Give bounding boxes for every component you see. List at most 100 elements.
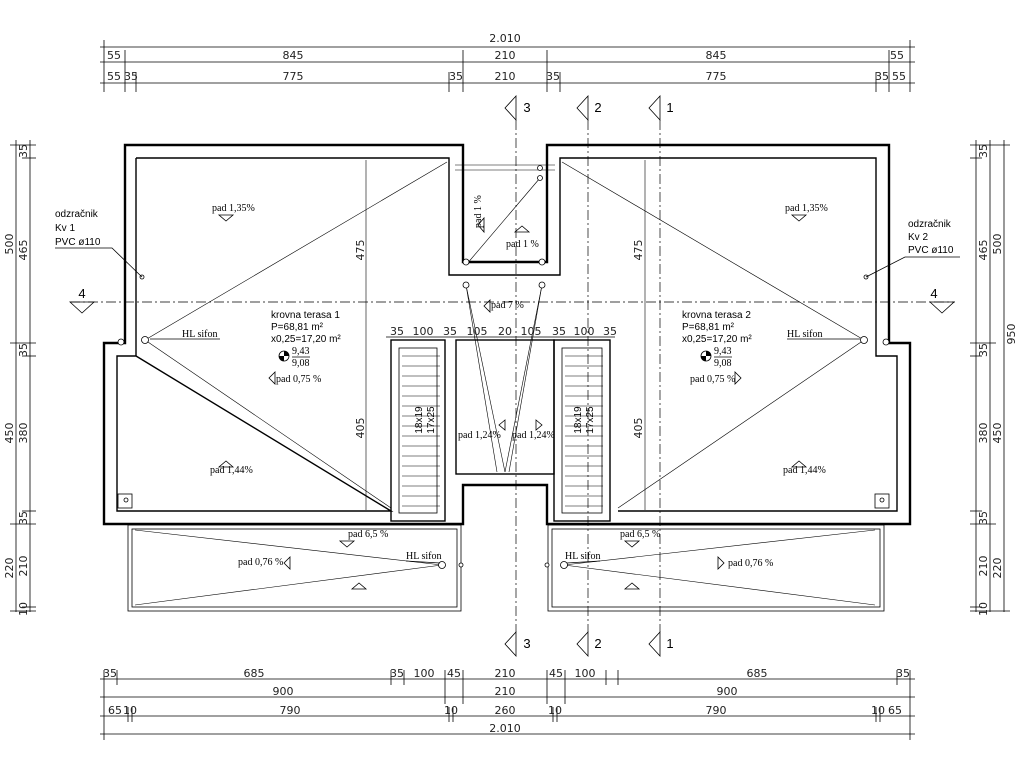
bdim3-6: 790 [706,704,727,717]
stair-r-a: 18x19 [573,406,584,434]
terrace-2-level-top: 9,43 [714,346,732,357]
rdim-7: 220 [991,558,1004,579]
ldim-9: 10 [17,602,30,616]
slope-c-horiz: pad 1 % [506,239,539,250]
section-3-label-bottom: 3 [523,636,530,651]
dim-t3-8: 55 [892,70,906,83]
cdim-2: 35 [443,325,457,338]
ldim-8: 210 [17,556,30,577]
rdim-8: 210 [977,556,990,577]
stair-treads [402,355,603,507]
dim-t3-2: 775 [283,70,304,83]
stair-l-b: 17x25 [426,406,437,434]
slope-l-bal2: pad 0,76 % [238,557,283,568]
rdim-0: 35 [977,144,990,158]
slope-c-mid: pad 7 % [491,300,524,311]
bdim1-1: 685 [244,667,265,680]
slope-r-bot: pad 1,44% [783,465,826,476]
dim-t2-4: 55 [890,49,904,62]
cdim-4: 20 [498,325,512,338]
interior-dims: 475 405 475 405 18x19 17x25 18x19 17x25 … [354,240,645,439]
cdim-3: 105 [467,325,488,338]
dim-t3-0: 55 [107,70,121,83]
bdim1-6: 45 [549,667,563,680]
section-4-right-label: 4 [930,286,937,301]
vent-right-line3: PVC ø110 [908,245,954,256]
top-dimensions: 2.010 55 845 210 845 55 55 35 775 35 210… [100,32,915,92]
slope-r-mid: pad 0,75 % [690,374,735,385]
dim-t3-4: 210 [495,70,516,83]
slope-r-bal1: pad 6,5 % [620,529,660,540]
terrace-1-info: krovna terasa 1 P=68,81 m² x0,25=17,20 m… [271,310,341,369]
rdim-5: 380 [977,423,990,444]
vent-right: odzračnik Kv 2 PVC ø110 [865,219,960,278]
terrace-2-level-bot: 9,08 [714,358,732,369]
terrace-1-calc: x0,25=17,20 m² [271,334,341,345]
vent-left-line3: PVC ø110 [55,237,101,248]
bdim1-7: 100 [575,667,596,680]
bdim2-2: 900 [717,685,738,698]
cdim-1: 100 [413,325,434,338]
bdim3-5: 10 [548,704,562,717]
dim-bottom-total: 2.010 [489,722,521,735]
cdim-7: 100 [574,325,595,338]
slope-c-r: pad 1,24% [512,430,555,441]
cdim-6: 35 [552,325,566,338]
ldim-6: 35 [17,511,30,525]
bdim1-9: 35 [896,667,910,680]
sifon-l-bot: HL sifon [406,551,441,562]
section-1-label-bottom: 1 [666,636,673,651]
vent-right-line1: odzračnik [908,219,952,230]
terrace-2-info: krovna terasa 2 P=68,81 m² x0,25=17,20 m… [682,310,752,369]
terrace-1-area: P=68,81 m² [271,322,324,333]
dim-t3-5: 35 [546,70,560,83]
right-dimensions: 35 500 465 35 450 380 35 220 210 10 950 [970,140,1018,616]
bdim3-3: 10 [444,704,458,717]
dim-405-left: 405 [354,418,367,439]
dim-t3-1: 35 [124,70,138,83]
ldim-7: 220 [3,558,16,579]
terrace-1-level-top: 9,43 [292,346,310,357]
drain-points [117,165,890,569]
slope-l-bal1: pad 6,5 % [348,529,388,540]
vent-left-line2: Kv 1 [55,223,75,234]
ldim-4: 450 [3,423,16,444]
slope-c-l: pad 1,24% [458,430,501,441]
stair-r-b: 17x25 [585,406,596,434]
dim-t2-3: 845 [706,49,727,62]
bdim2-1: 210 [495,685,516,698]
rdim-6: 35 [977,511,990,525]
rdim-10: 950 [1005,324,1018,345]
ldim-1: 500 [3,234,16,255]
slope-r-top: pad 1,35% [785,203,828,214]
building-walls [102,143,912,612]
dim-t3-7: 35 [875,70,889,83]
bdim1-8: 685 [747,667,768,680]
bdim1-0: 35 [103,667,117,680]
slope-c-vert: pad 1 % [473,195,484,228]
bdim2-0: 900 [273,685,294,698]
bdim3-2: 790 [280,704,301,717]
slope-l-mid: pad 0,75 % [276,374,321,385]
section-4-left-label: 4 [78,286,85,301]
bottom-dimensions: 35 685 35 100 45 210 45 100 685 35 900 2… [100,667,915,740]
bdim1-4: 45 [447,667,461,680]
slope-l-top: pad 1,35% [212,203,255,214]
sifon-r-bot: HL sifon [565,551,600,562]
terrace-2-name: krovna terasa 2 [682,310,751,321]
dim-t2-1: 845 [283,49,304,62]
ldim-3: 35 [17,343,30,357]
slope-lines [134,160,876,606]
bdim3-0: 65 [108,704,122,717]
dim-t3-6: 775 [706,70,727,83]
slope-l-bot: pad 1,44% [210,465,253,476]
section-2-label-bottom: 2 [594,636,601,651]
terrace-1-name: krovna terasa 1 [271,310,340,321]
sifon-labels: HL sifon HL sifon HL sifon HL sifon [150,329,860,564]
rdim-9: 10 [977,602,990,616]
slope-r-bal2: pad 0,76 % [728,558,773,569]
terrace-1-level-bot: 9,08 [292,358,310,369]
bdim3-7: 10 [871,704,885,717]
bdim1-5: 210 [495,667,516,680]
